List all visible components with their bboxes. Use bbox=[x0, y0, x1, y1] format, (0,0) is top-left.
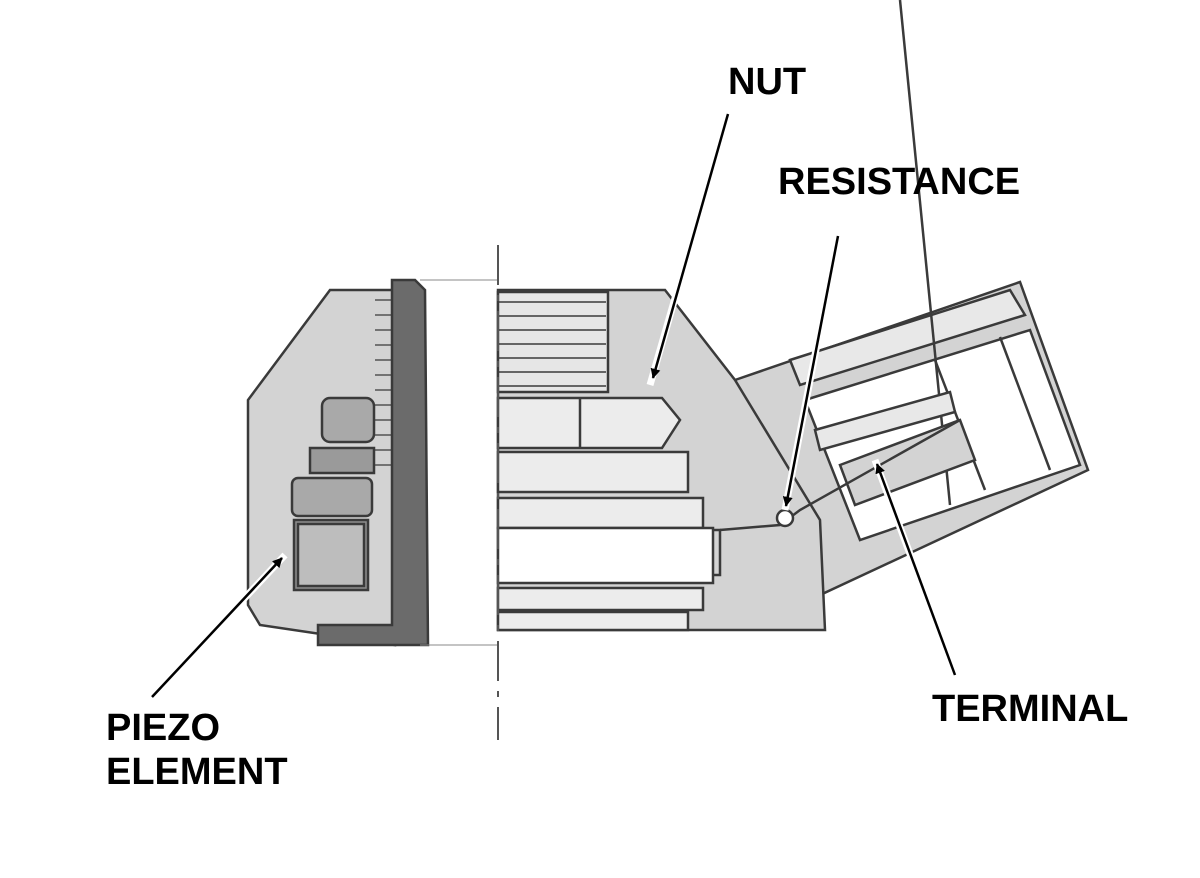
label-nut: NUT bbox=[728, 61, 807, 103]
section-cut-outline bbox=[420, 279, 498, 646]
sectioned-housing bbox=[246, 278, 430, 647]
label-terminal: TERMINAL bbox=[932, 688, 1129, 730]
leader-terminal bbox=[871, 458, 959, 677]
label-resistance: RESISTANCE bbox=[778, 161, 1021, 203]
label-piezo-line1: PIEZO bbox=[106, 707, 221, 749]
leader-resistance bbox=[781, 235, 842, 511]
leader-piezo-element bbox=[149, 552, 288, 700]
label-piezo-line2: ELEMENT bbox=[106, 751, 288, 793]
leader-nut bbox=[646, 113, 732, 386]
label-piezo-element: PIEZO ELEMENT bbox=[106, 706, 288, 794]
main-housing bbox=[496, 288, 961, 632]
connector-housing bbox=[733, 0, 1090, 597]
